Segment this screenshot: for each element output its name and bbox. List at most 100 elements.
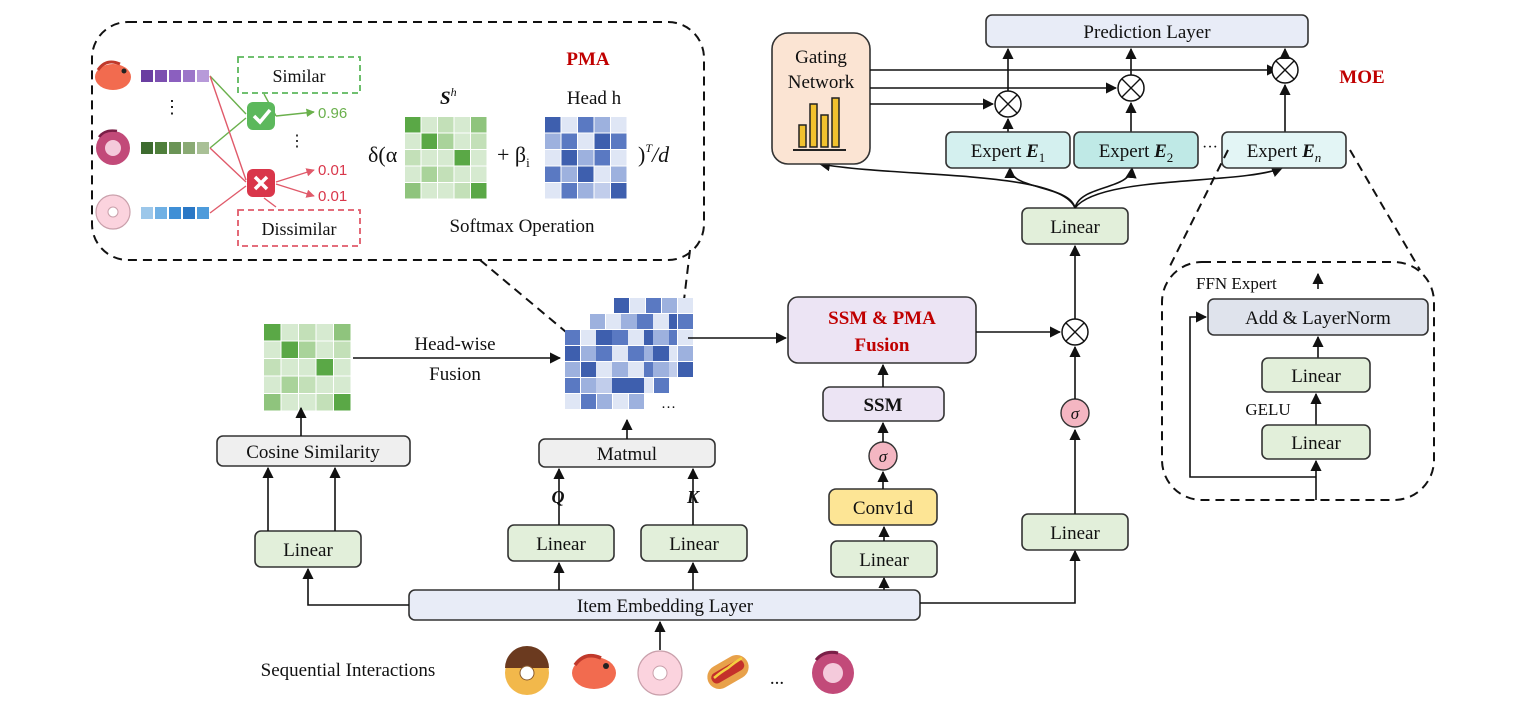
attention-matrix-cell	[581, 362, 596, 377]
attention-matrix-cell	[678, 314, 693, 329]
linear-cos-label: Linear	[283, 540, 333, 561]
head-matrix-cell	[578, 133, 594, 149]
hotdog-icon	[707, 655, 749, 689]
attention-matrix-cell	[678, 362, 693, 377]
moe-title: MOE	[1339, 67, 1384, 88]
pma-vdots-2: ⋮	[289, 133, 305, 150]
cosine-matrix-cell	[334, 376, 351, 393]
check-icon	[247, 102, 275, 130]
conv1d-label: Conv1d	[853, 498, 914, 519]
cosine-matrix-cell	[334, 324, 351, 341]
item-embedding-label: Item Embedding Layer	[577, 596, 754, 617]
gelu-label: GELU	[1245, 400, 1290, 419]
sigma-ssm-label: σ	[879, 447, 888, 466]
attention-matrix-cell	[654, 362, 669, 377]
stack-dots: ···	[661, 400, 676, 416]
head-matrix-cell	[545, 150, 561, 166]
cosine-matrix-cell	[334, 341, 351, 358]
ffn-linear-bottom-label: Linear	[1291, 433, 1341, 454]
cosine-matrix-cell	[281, 341, 298, 358]
k-label: K	[686, 487, 701, 507]
cosine-matrix-cell	[299, 359, 316, 376]
bar-chart-icon	[793, 97, 846, 151]
similar-box	[237, 56, 361, 94]
attention-matrix-cell	[613, 346, 628, 361]
attention-matrix-cell	[678, 346, 693, 361]
ffn-linear-top-label: Linear	[1291, 366, 1341, 387]
sigma-gate-label: σ	[1071, 404, 1080, 423]
attention-matrix-cell	[629, 346, 644, 361]
residual-arrow	[1189, 311, 1316, 478]
attention-matrix-cell	[614, 298, 629, 313]
sequential-label: Sequential Interactions	[261, 660, 436, 681]
s-matrix-cell	[438, 166, 454, 182]
head-matrix-cell	[611, 133, 627, 149]
expert-2-box	[1073, 131, 1199, 169]
attention-matrix-cell	[613, 330, 628, 345]
head-matrix-cell	[545, 133, 561, 149]
s-matrix-cell	[421, 133, 437, 149]
s-matrix-cell	[471, 133, 487, 149]
attention-matrix-cell	[597, 394, 612, 409]
s-matrix-cell	[454, 133, 470, 149]
cosine-label: Cosine Similarity	[246, 442, 380, 463]
attention-matrix-cell	[654, 346, 669, 361]
s-matrix-cell	[471, 117, 487, 133]
s-matrix-cell	[421, 166, 437, 182]
attention-matrix-cell	[597, 346, 612, 361]
cosine-matrix-cell	[264, 376, 281, 393]
attention-matrix-cell	[581, 394, 596, 409]
shrimp-curled-icon	[96, 129, 130, 165]
cosine-matrix-cell	[281, 394, 298, 411]
head-matrix-cell	[594, 166, 610, 182]
attention-matrix-cell	[629, 394, 644, 409]
gating-lines	[870, 64, 1279, 110]
cosine-matrix-cell	[316, 376, 333, 393]
s-matrix-cell	[405, 166, 421, 182]
attention-matrix-cell	[678, 330, 693, 345]
ssm-label: SSM	[863, 395, 902, 416]
s-matrix-cell	[405, 117, 421, 133]
otimes-2-cross	[1121, 78, 1141, 98]
s-matrix-cell	[421, 150, 437, 166]
cosine-matrix-cell	[264, 394, 281, 411]
s-matrix-cell	[454, 150, 470, 166]
s-matrix-cell	[471, 166, 487, 182]
attention-matrix-cell	[565, 362, 580, 377]
cosine-matrix-cell	[334, 394, 351, 411]
donut-icon	[95, 194, 131, 230]
s-matrix-cell	[471, 183, 487, 199]
score-similar: 0.96	[318, 105, 347, 122]
linear-moe-label: Linear	[1050, 217, 1100, 238]
fusion-box	[787, 296, 977, 364]
head-matrix-cell	[561, 166, 577, 182]
ffn-linear-bottom-box	[1261, 424, 1371, 460]
cosine-matrix-cell	[264, 324, 281, 341]
linear-cos-box	[254, 530, 362, 568]
pma-connector-left	[479, 259, 567, 333]
head-matrix-cell	[561, 183, 577, 199]
attention-matrix-cell	[629, 330, 644, 345]
head-matrix-cell	[578, 150, 594, 166]
expert-2-label: Expert E2	[1099, 141, 1174, 165]
s-label: Sh	[440, 85, 457, 109]
ffn-linear-top-box	[1261, 357, 1371, 393]
head-matrix-cell	[545, 183, 561, 199]
attention-matrix-cell	[597, 378, 612, 393]
head-matrix-cell	[594, 150, 610, 166]
attention-matrix-cell	[565, 378, 580, 393]
chocolate-donut-icon	[505, 646, 549, 695]
dissimilar-label: Dissimilar	[262, 219, 337, 239]
otimes-fusion-cross	[1065, 322, 1085, 342]
head-matrix-cell	[594, 117, 610, 133]
s-matrix-cell	[454, 166, 470, 182]
attention-matrix-cell	[590, 314, 605, 329]
formula-plus-beta: + βi	[497, 142, 530, 170]
food-sequence: ...	[505, 646, 854, 696]
attention-matrix	[565, 330, 644, 409]
attention-matrix-cell	[565, 346, 580, 361]
linear-k-box	[640, 524, 748, 562]
pink-donut-icon	[637, 650, 683, 696]
s-matrix-cell	[438, 133, 454, 149]
expert-dots: ···	[1202, 139, 1218, 156]
